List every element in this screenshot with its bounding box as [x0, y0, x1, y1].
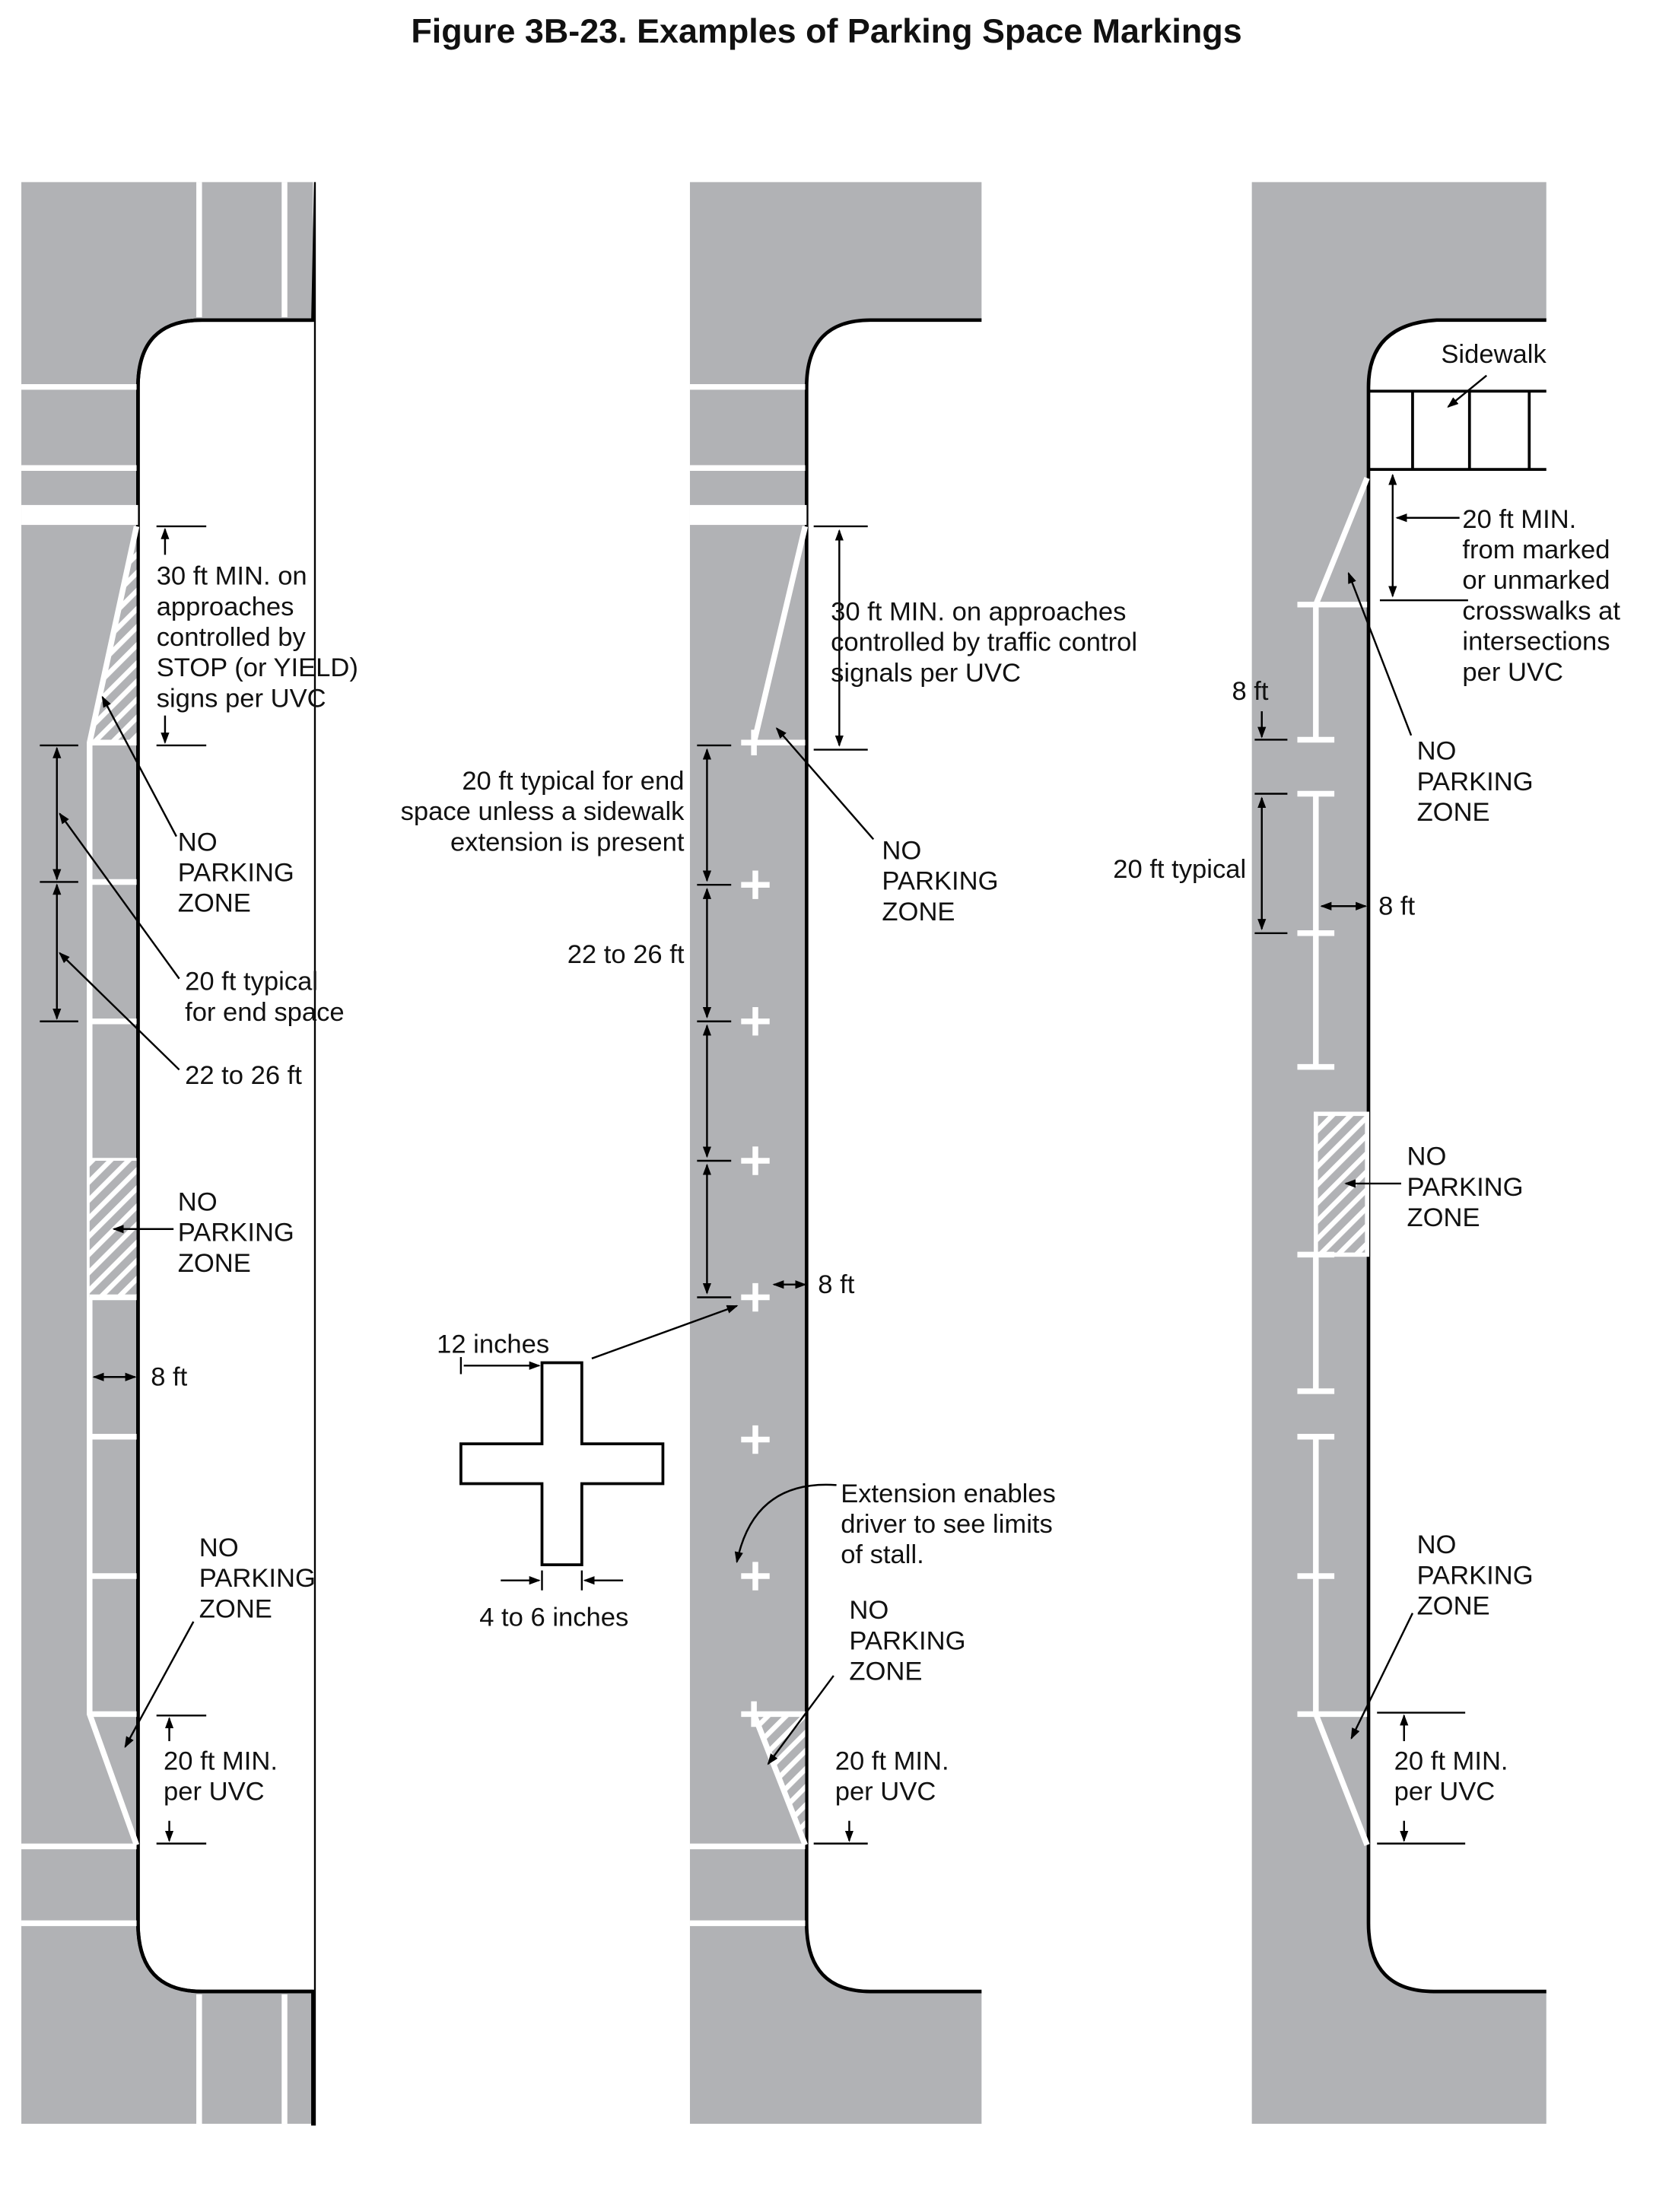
middle-width-label: 8 ft: [818, 1270, 854, 1299]
sidewalk-label: Sidewalk: [1441, 340, 1547, 369]
right-min-20-label: 20 ft MIN.per UVC: [1394, 1746, 1508, 1806]
right-width-label: 8 ft: [1378, 891, 1415, 920]
left-panel: [21, 170, 330, 2134]
middle-space-length-label: 22 to 26 ft: [567, 940, 685, 969]
right-panel: [1251, 182, 1550, 2125]
middle-min-20-label: 20 ft MIN.per UVC: [835, 1746, 949, 1806]
cross-width-label: 12 inches: [437, 1330, 549, 1359]
crosswalk: [1368, 389, 1547, 472]
right-gap-label: 8 ft: [1232, 677, 1268, 706]
left-min-20-label: 20 ft MIN.per UVC: [164, 1746, 278, 1806]
cross-marks: [741, 729, 806, 1727]
cross-stroke-label: 4 to 6 inches: [479, 1603, 628, 1632]
figure-title: Figure 3B-23. Examples of Parking Space …: [411, 11, 1241, 50]
middle-panel: [459, 182, 985, 2125]
right-typical-label: 20 ft typical: [1113, 855, 1246, 884]
left-width-label: 8 ft: [151, 1362, 187, 1391]
cross-detail: [459, 1361, 665, 1566]
left-space-length-label: 22 to 26 ft: [185, 1061, 302, 1090]
